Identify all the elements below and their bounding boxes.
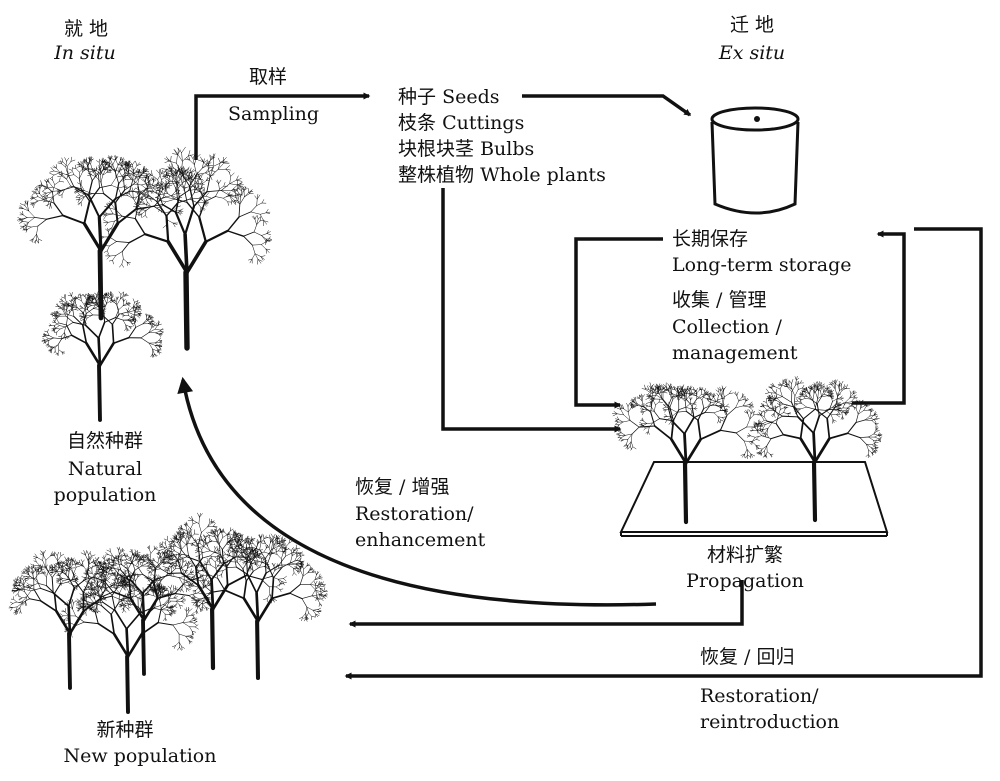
materials-to-propagation-arrow <box>441 188 622 433</box>
long-term-storage-zh-label: 长期保存 <box>672 228 749 250</box>
collection-arrow <box>574 237 663 409</box>
restoration-enhancement-en-label-1: Restoration/ <box>355 503 474 525</box>
collection-en-label-2: management <box>672 342 798 364</box>
tree-icon <box>612 382 764 525</box>
material-item-bulbs: 块根块茎 Bulbs <box>398 138 535 160</box>
tree-icon <box>59 566 199 714</box>
restoration-enhancement-en-label-2: enhancement <box>355 529 486 551</box>
seeds-to-storage-arrow <box>522 94 692 117</box>
natural-population-en-label-2: population <box>53 484 157 506</box>
natural-population-zh-label: 自然种群 <box>66 430 143 452</box>
material-item-seeds: 种子 Seeds <box>398 86 500 108</box>
in-situ-en-label: In situ <box>54 42 116 64</box>
collection-zh-label: 收集 / 管理 <box>672 289 767 311</box>
tree-icon <box>746 376 883 523</box>
restoration-enhancement-zh-label: 恢复 / 增强 <box>355 476 450 498</box>
sampling-zh-label: 取样 <box>248 66 287 88</box>
ex-situ-en-label: Ex situ <box>718 42 786 64</box>
restoration-reintroduction-zh-label: 恢复 / 回归 <box>700 646 795 668</box>
reintroduction-arrow <box>344 227 983 680</box>
new-population-arrow <box>348 580 744 628</box>
new-population-en-label: New population <box>63 745 217 767</box>
tree-icon <box>99 146 272 351</box>
long-term-storage-en-label: Long-term storage <box>672 254 852 276</box>
material-item-cuttings: 枝条 Cuttings <box>398 112 525 134</box>
restoration-enhancement-arrow <box>177 376 657 607</box>
propagation-zh-label: 材料扩繁 <box>706 544 783 566</box>
ex-situ-zh-label: 迁 地 <box>729 14 775 36</box>
storage-cylinder-icon <box>710 106 800 215</box>
tree-icon <box>8 550 135 690</box>
in-situ-zh-label: 就 地 <box>63 18 109 40</box>
tree-icon <box>190 533 328 681</box>
collection-en-label-1: Collection / <box>672 316 782 338</box>
propagation-en-label: Propagation <box>686 570 804 592</box>
tree-icon <box>146 512 287 671</box>
new-population-zh-label: 新种群 <box>96 719 154 741</box>
tree-icon <box>16 155 184 321</box>
natural-population-en-label-1: Natural <box>67 458 143 480</box>
tree-icon <box>41 291 165 422</box>
propagation-to-storage-arrow <box>852 230 906 405</box>
propagation-bed-icon <box>619 461 889 537</box>
sampling-arrow <box>194 92 371 160</box>
material-item-whole-plants: 整株植物 Whole plants <box>398 164 606 186</box>
restoration-reintroduction-en-label-2: reintroduction <box>700 711 840 733</box>
restoration-reintroduction-en-label-1: Restoration/ <box>700 685 819 707</box>
sampling-en-label: Sampling <box>228 103 320 125</box>
